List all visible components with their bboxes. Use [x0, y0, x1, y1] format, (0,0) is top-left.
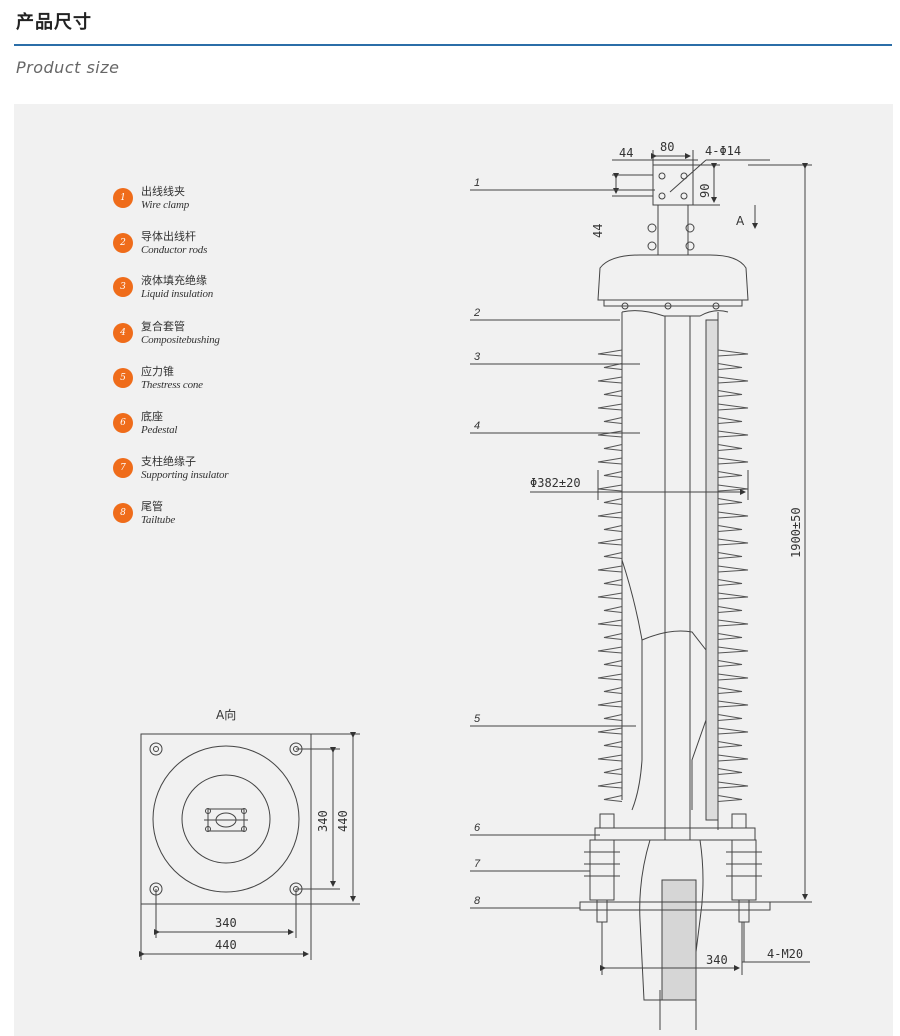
page-title: 产品尺寸: [16, 12, 92, 33]
top-cap: [597, 254, 749, 301]
legend-number-badge: 1: [113, 188, 133, 208]
dim-height: 1900±50: [789, 507, 803, 558]
support-insulator-left: [584, 839, 620, 923]
dim-holes: 4-Φ14: [705, 144, 741, 158]
dim-plan-outer-h: 440: [336, 810, 350, 832]
callout-2: 2: [473, 307, 480, 319]
page-subtitle: Product size: [16, 58, 120, 77]
terminal-stem: [657, 204, 689, 256]
legend-item: 5 应力锥 Thestress cone: [113, 360, 313, 396]
corner-bolt-icon: [149, 742, 163, 756]
legend-label-cn: 导体出线杆: [141, 230, 196, 243]
callout-1: 1: [474, 177, 480, 189]
dim-plan-inner-h: 340: [316, 810, 330, 832]
callout-7: 7: [474, 858, 481, 870]
legend-label-cn: 底座: [141, 410, 163, 423]
title-rule: [14, 44, 892, 46]
callout-3: 3: [474, 351, 481, 363]
dim-diameter: Φ382±20: [530, 476, 581, 490]
legend-label-cn: 液体填充绝缘: [141, 274, 207, 287]
legend-label-en: Liquid insulation: [141, 288, 214, 300]
legend-label-cn: 支柱绝缘子: [141, 455, 196, 468]
legend-number-badge: 4: [113, 323, 133, 343]
plan-view: A向: [139, 707, 360, 960]
dim-bolts: 4-M20: [767, 947, 803, 961]
dim-base-w: 340: [706, 953, 728, 967]
tail-tube: [639, 839, 704, 1001]
callout-6: 6: [474, 822, 481, 834]
legend-item: 4 复合套管 Compositebushing: [113, 315, 313, 351]
legend-number-badge: 2: [113, 233, 133, 253]
dim-plan-inner-w: 340: [215, 916, 237, 930]
callout-4: 4: [474, 420, 480, 432]
legend-number-badge: 5: [113, 368, 133, 388]
legend-label-en: Conductor rods: [141, 244, 208, 256]
legend-label-en: Compositebushing: [141, 334, 220, 346]
dim-top-h: 90: [698, 184, 712, 198]
legend-item: 1 出线线夹 Wire clamp: [113, 180, 313, 216]
composite-sheds: [597, 349, 749, 802]
dim-plan-outer-w: 440: [215, 938, 237, 952]
pedestal-plate: [594, 827, 756, 841]
base-plate-outline: [140, 733, 312, 905]
legend-label-en: Wire clamp: [141, 199, 189, 211]
legend-number-badge: 8: [113, 503, 133, 523]
view-arrow-label: A: [736, 214, 745, 228]
center-clamp-icon: [204, 808, 248, 832]
legend-label-en: Thestress cone: [141, 379, 203, 391]
dim-side: 44: [591, 224, 605, 238]
legend-item: 7 支柱绝缘子 Supporting insulator: [113, 450, 313, 486]
legend-label-cn: 出线线夹: [141, 185, 185, 198]
legend-item: 2 导体出线杆 Conductor rods: [113, 225, 313, 261]
dim-top-w1: 44: [619, 146, 633, 160]
legend-label-en: Pedestal: [141, 424, 178, 436]
flange-inner-circle: [181, 774, 271, 864]
legend-item: 3 液体填充绝缘 Liquid insulation: [113, 269, 313, 305]
legend-label-en: Tailtube: [141, 514, 176, 526]
elevation-dimensions: [530, 150, 812, 975]
view-label: A向: [216, 707, 236, 722]
flange-outer-circle: [152, 745, 300, 893]
legend-label-cn: 尾管: [141, 500, 163, 513]
legend-number-badge: 6: [113, 413, 133, 433]
callout-leaders: [470, 189, 655, 909]
dim-top-w2: 80: [660, 140, 674, 154]
legend-item: 8 尾管 Tailtube: [113, 495, 313, 531]
callout-5: 5: [474, 713, 481, 725]
legend-item: 6 底座 Pedestal: [113, 405, 313, 441]
callout-8: 8: [474, 895, 481, 907]
legend-label-cn: 复合套管: [141, 320, 185, 333]
legend-number-badge: 3: [113, 277, 133, 297]
terminal-plate: [652, 164, 694, 206]
legend-number-badge: 7: [113, 458, 133, 478]
legend-label-cn: 应力锥: [141, 365, 174, 378]
legend-label-en: Supporting insulator: [141, 469, 229, 481]
